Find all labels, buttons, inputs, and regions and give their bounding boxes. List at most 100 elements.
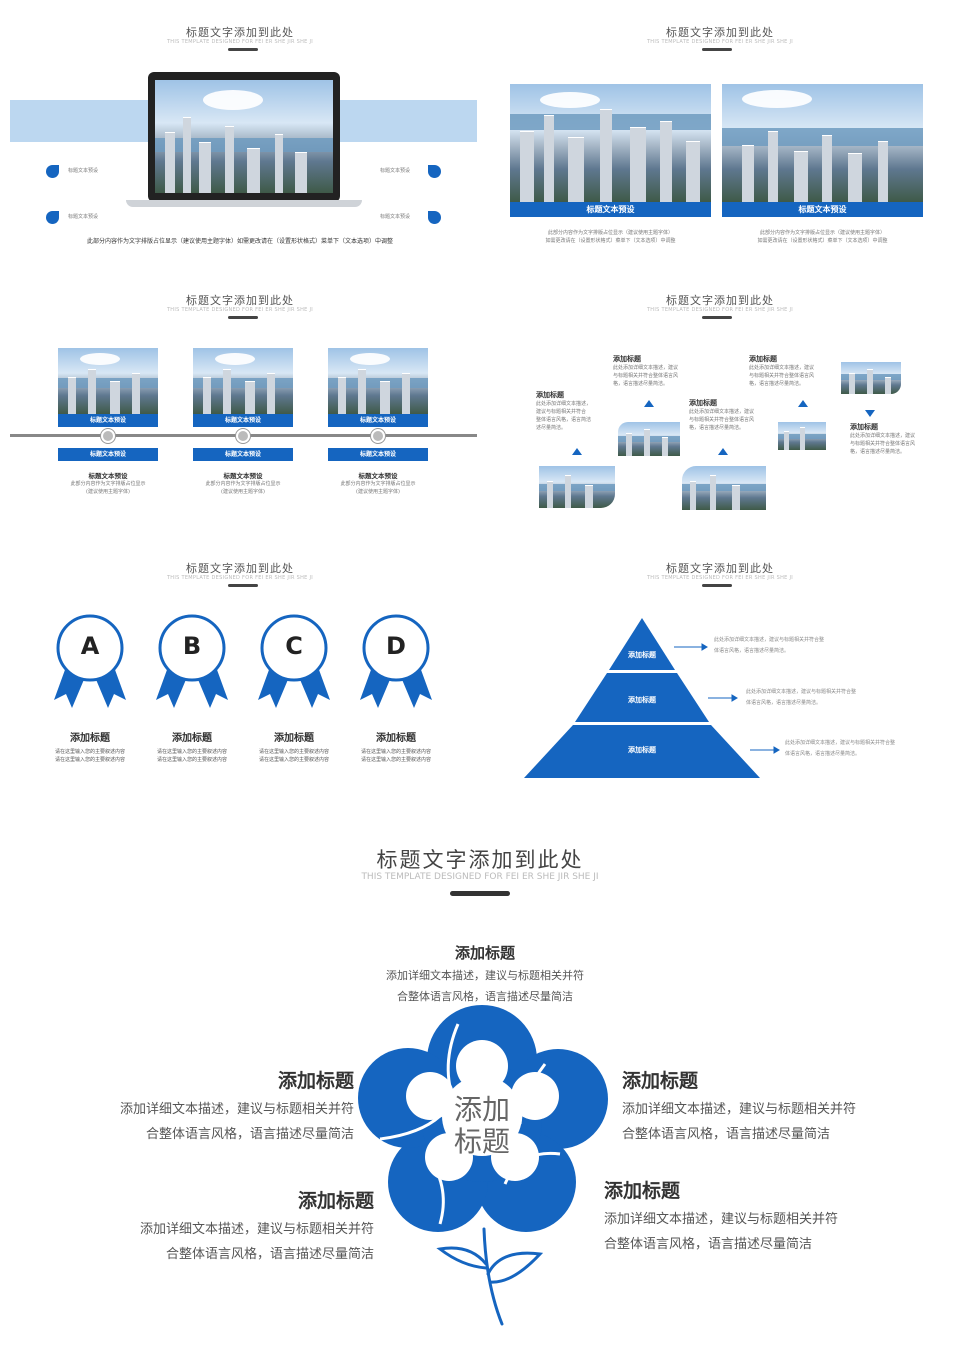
badge-letter: D <box>386 632 406 660</box>
pyramid-desc: 此处添加详细文本描述，建议与标题相关并符合整 体语言风格，语言描述尽量简洁。 <box>785 739 955 758</box>
step-head: 添加标题 <box>536 391 564 399</box>
step-text: 添加标题 此处添加详细文本描述， 建议与标题相关并符合 整体语言风格，语言简洁 … <box>536 390 616 432</box>
pyramid-desc-line: 此处添加详细文本描述，建议与标题相关并符合整 <box>746 689 857 695</box>
badge-line: 请在这里输入您的主要叙述内容 <box>258 757 329 763</box>
arrow-up-icon <box>718 448 728 455</box>
block-line: 合整体语言风格，语言描述尽量简洁 <box>145 1127 354 1142</box>
badge-text: 添加标题 请在这里输入您的主要叙述内容 请在这里输入您的主要叙述内容 <box>142 729 242 764</box>
badge-line: 请在这里输入您的主要叙述内容 <box>156 757 227 763</box>
block-head: 添加标题 <box>604 1180 681 1202</box>
slide-subtitle: THIS TEMPLATE DESIGNED FOR FEI ER SHE JI… <box>166 307 314 313</box>
text-block-left-2: 添加标题 添加详细文本描述，建议与标题相关并符 合整体语言风格，语言描述尽量简洁 <box>112 1186 374 1262</box>
badge-head: 添加标题 <box>172 733 212 744</box>
flower-center-text: 添加 标题 <box>432 1094 532 1158</box>
pyramid-graphic <box>524 618 780 778</box>
title-underline <box>228 316 258 319</box>
center-line: 标题 <box>453 1125 510 1158</box>
text-block-right-1: 添加标题 添加详细文本描述，建议与标题相关并符 合整体语言风格，语言描述尽量简洁 <box>622 1066 902 1142</box>
step-text: 添加标题 此处添加详细文本描述，建议 与标题相关并符合整体语言风 格，语言描述尽… <box>850 422 945 456</box>
center-line: 添加 <box>453 1093 510 1126</box>
block-line: 合整体语言风格，语言描述尽量简洁 <box>165 1247 374 1262</box>
block-line: 添加详细文本描述，建议与标题相关并符 <box>622 1102 857 1117</box>
step-head: 添加标题 <box>850 423 878 431</box>
slide-title: 标题文字添加到此处 <box>666 562 774 575</box>
badge-head: 添加标题 <box>376 733 416 744</box>
photo <box>539 466 615 508</box>
pyramid-desc-line: 体语言风格，语言描述尽量简洁。 <box>746 700 822 706</box>
badge-text: 添加标题 请在这里输入您的主要叙述内容 请在这里输入您的主要叙述内容 <box>346 729 446 764</box>
step-text: 添加标题 此处添加详细文本描述，建议 与标题相关并符合整体语言风 格，语言描述尽… <box>689 398 784 432</box>
slide-steps: 标题文字添加到此处 THIS TEMPLATE DESIGNED FOR FEI… <box>480 268 960 536</box>
step-line: 格，语言描述尽量简洁。 <box>749 381 805 387</box>
timeline-node <box>101 429 115 443</box>
photo <box>778 422 826 450</box>
slide-flower: 标题文字添加到此处 THIS TEMPLATE DESIGNED FOR FEI… <box>0 804 960 1352</box>
text-block-right-2: 添加标题 添加详细文本描述，建议与标题相关并符 合整体语言风格，语言描述尽量简洁 <box>604 1176 904 1252</box>
pyramid-label: 添加标题 <box>628 651 656 659</box>
slide-subtitle: THIS TEMPLATE DESIGNED FOR FEI ER SHE JI… <box>646 575 794 581</box>
step-line: 与标题相关并符合整体语言风 <box>749 373 815 379</box>
ribbon-badge-icon <box>258 614 330 708</box>
badge-line: 请在这里输入您的主要叙述内容 <box>156 749 227 755</box>
badge-graphics <box>54 614 432 708</box>
slide-badges: 标题文字添加到此处 THIS TEMPLATE DESIGNED FOR FEI… <box>0 536 480 804</box>
text-block-left-1: 添加标题 添加详细文本描述，建议与标题相关并符 合整体语言风格，语言描述尽量简洁 <box>92 1066 354 1142</box>
slide-description: 此部分内容作为文字排版占位显示（建议使用主题字体）如需更改请在（设置形状格式）菜… <box>86 238 393 245</box>
badge-text: 添加标题 请在这里输入您的主要叙述内容 请在这里输入您的主要叙述内容 <box>244 729 344 764</box>
badge-line: 请在这里输入您的主要叙述内容 <box>258 749 329 755</box>
pyramid-label: 添加标题 <box>628 696 656 704</box>
badge-letter: B <box>182 632 202 660</box>
step-line: 与标题相关并符合整体语言风 <box>689 417 755 423</box>
col-text: 标题文本预设 此部分内容作为文字排版占位显示 (建议使用主题字体) <box>58 470 158 496</box>
pyramid-desc-line: 体语言风格，语言描述尽量简洁。 <box>714 648 790 654</box>
card-desc-line: 如需更改请在（设置形状格式）菜单下（文本选项）中调整 <box>757 238 888 244</box>
item-label: 标题文本预设 <box>380 214 411 220</box>
card-label: 标题文本预设 <box>510 202 711 217</box>
step-line: 此处添加详细文本描述，建议 <box>749 365 815 371</box>
item-label: 标题文本预设 <box>68 168 99 174</box>
drop-icon <box>428 165 441 178</box>
ribbon-badge-icon <box>156 614 228 708</box>
title-underline <box>228 584 258 587</box>
step-line: 此处添加详细文本描述，建议 <box>850 433 916 439</box>
col-text: 标题文本预设 此部分内容作为文字排版占位显示 (建议使用主题字体) <box>193 470 293 496</box>
title-underline <box>228 48 258 51</box>
block-line: 合整体语言风格，语言描述尽量简洁 <box>397 990 573 1003</box>
card-desc-line: 如需更改请在（设置形状格式）菜单下（文本选项）中调整 <box>545 238 676 244</box>
card-desc: 此部分内容作为文字排版占位显示（建议使用主题字体） 如需更改请在（设置形状格式）… <box>722 229 923 245</box>
slide-timeline: 标题文字添加到此处 THIS TEMPLATE DESIGNED FOR FEI… <box>0 268 480 536</box>
drop-icon <box>46 165 59 178</box>
slide-two-photos: 标题文字添加到此处 THIS TEMPLATE DESIGNED FOR FEI… <box>480 0 960 268</box>
col-head: 标题文本预设 <box>223 472 263 480</box>
title-underline <box>450 891 510 896</box>
col-line: 此部分内容作为文字排版占位显示 <box>340 481 416 487</box>
step-line: 建议与标题相关并符合 <box>536 409 587 415</box>
slide-title: 标题文字添加到此处 <box>186 294 294 307</box>
slide-title: 标题文字添加到此处 <box>186 562 294 575</box>
card-desc-line: 此部分内容作为文字排版占位显示（建议使用主题字体） <box>759 230 885 236</box>
drop-icon <box>428 211 441 224</box>
pyramid-label: 添加标题 <box>628 746 656 754</box>
step-line: 与标题相关并符合整体语言风 <box>850 441 916 447</box>
step-line: 与标题相关并符合整体语言风 <box>613 373 679 379</box>
text-block-top: 添加标题 添加详细文本描述，建议与标题相关并符 合整体语言风格，语言描述尽量简洁 <box>330 942 640 1004</box>
photo <box>328 348 428 414</box>
col-head: 标题文本预设 <box>358 472 398 480</box>
slide-title: 标题文字添加到此处 <box>186 26 294 39</box>
block-line: 合整体语言风格，语言描述尽量简洁 <box>604 1237 813 1252</box>
arrow-up-icon <box>572 448 582 455</box>
slide-subtitle: THIS TEMPLATE DESIGNED FOR FEI ER SHE JI… <box>646 307 794 313</box>
step-line: 此处添加详细文本描述，建议 <box>613 365 679 371</box>
slide-title: 标题文字添加到此处 <box>666 26 774 39</box>
photo <box>618 422 680 456</box>
slide-subtitle: THIS TEMPLATE DESIGNED FOR FEI ER SHE JI… <box>646 39 794 45</box>
badge-line: 请在这里输入您的主要叙述内容 <box>54 749 125 755</box>
pyramid-desc-line: 此处添加详细文本描述，建议与标题相关并符合整 <box>785 740 896 746</box>
slide-pyramid: 标题文字添加到此处 THIS TEMPLATE DESIGNED FOR FEI… <box>480 536 960 804</box>
step-text: 添加标题 此处添加详细文本描述，建议 与标题相关并符合整体语言风 格，语言描述尽… <box>749 354 844 388</box>
badge-line: 请在这里输入您的主要叙述内容 <box>54 757 125 763</box>
block-line: 添加详细文本描述，建议与标题相关并符 <box>139 1222 374 1237</box>
col-head: 标题文本预设 <box>88 472 128 480</box>
timeline-node <box>371 429 385 443</box>
slide-subtitle: THIS TEMPLATE DESIGNED FOR FEI ER SHE JI… <box>361 872 599 882</box>
